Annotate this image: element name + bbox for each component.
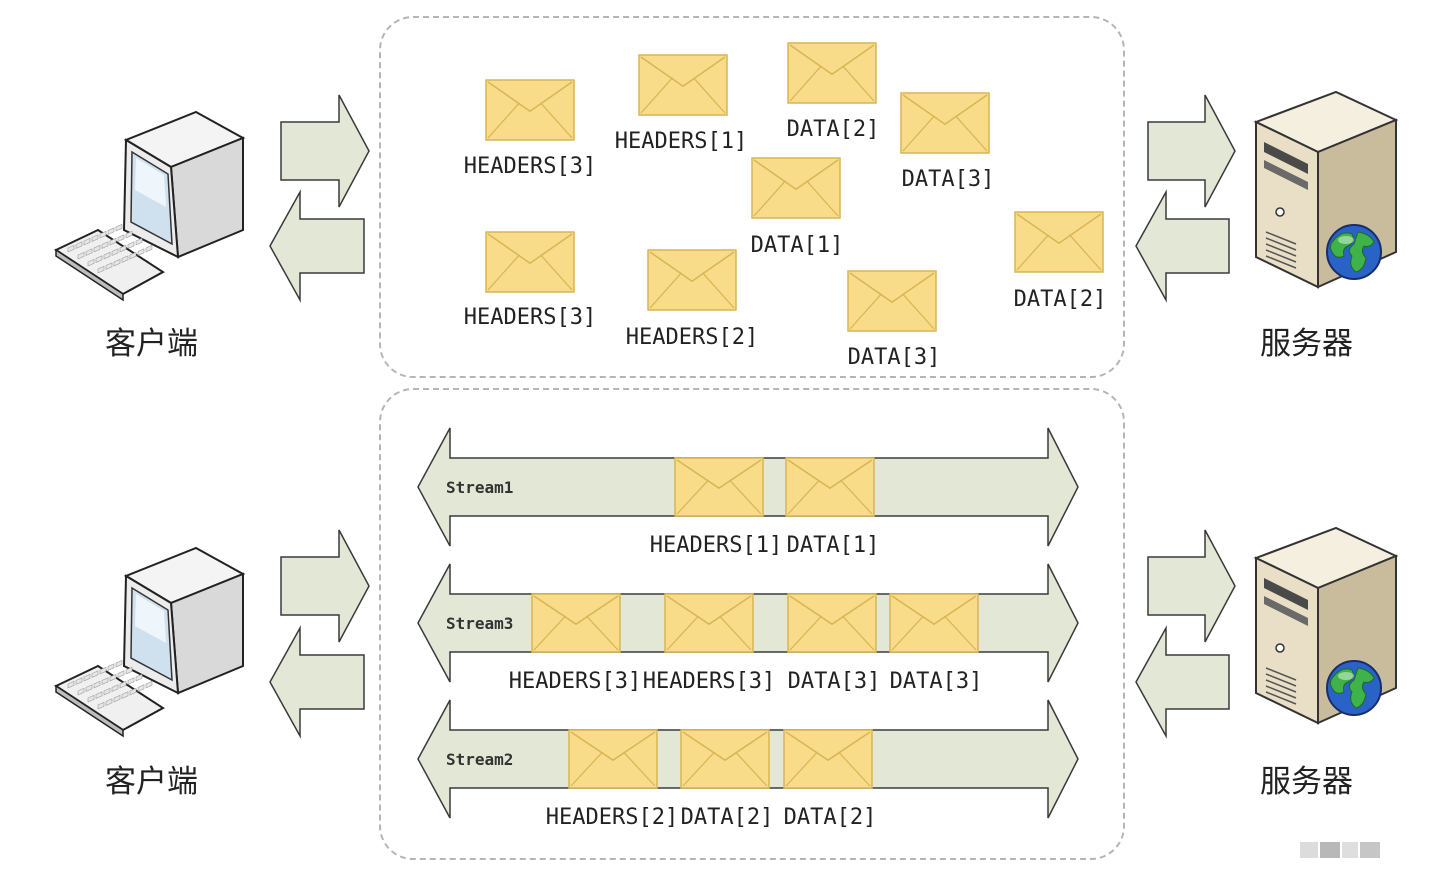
envelope-icon (847, 270, 937, 332)
frame-label-top: DATA[2] (1014, 287, 1107, 312)
arrow-server-to-panel-top (1135, 189, 1230, 303)
client-label-bottom: 客户端 (105, 764, 198, 800)
arrow-client-to-panel-bottom (280, 529, 370, 643)
envelope-icon (680, 729, 770, 789)
envelope-icon (787, 593, 877, 653)
server-label-bottom: 服务器 (1260, 764, 1353, 800)
envelope-icon (485, 79, 575, 141)
frame-label-top: DATA[1] (751, 233, 844, 258)
frame-label-top: HEADERS[3] (464, 154, 596, 179)
envelope-icon (664, 593, 754, 653)
frame-label-stream: HEADERS[2] (546, 805, 678, 830)
top-panel-multiplexed-frames (379, 16, 1125, 378)
envelope-icon (638, 54, 728, 116)
stream-name: Stream2 (446, 750, 513, 769)
envelope-icon (485, 231, 575, 293)
arrow-server-to-panel-bottom (1135, 625, 1230, 739)
frame-label-top: HEADERS[2] (626, 325, 758, 350)
frame-label-stream: DATA[2] (681, 805, 774, 830)
client-label-top: 客户端 (105, 326, 198, 362)
frame-label-stream: HEADERS[3] (643, 669, 775, 694)
envelope-icon (674, 457, 764, 517)
envelope-icon (1014, 211, 1104, 273)
frame-label-stream: DATA[3] (890, 669, 983, 694)
stream-name: Stream1 (446, 478, 513, 497)
arrow-panel-to-client-top (269, 189, 365, 303)
arrow-panel-to-server-bottom (1147, 529, 1236, 643)
arrow-panel-to-client-bottom (269, 625, 365, 739)
bottom-panel-streams (379, 388, 1125, 860)
envelope-icon (785, 457, 875, 517)
frame-label-top: DATA[3] (902, 167, 995, 192)
stream-name: Stream3 (446, 614, 513, 633)
envelope-icon (900, 92, 990, 154)
server-globe-icon-top (1253, 90, 1399, 289)
desktop-computer-icon-top (53, 110, 246, 302)
frame-label-stream: HEADERS[1] (650, 533, 782, 558)
frame-label-top: HEADERS[1] (615, 129, 747, 154)
frame-label-top: DATA[2] (787, 117, 880, 142)
frame-label-top: HEADERS[3] (464, 305, 596, 330)
envelope-icon (751, 157, 841, 219)
envelope-icon (531, 593, 621, 653)
envelope-icon (783, 729, 873, 789)
server-label-top: 服务器 (1260, 326, 1353, 362)
arrow-panel-to-server-top (1147, 94, 1236, 208)
frame-label-top: DATA[3] (848, 345, 941, 370)
frame-label-stream: DATA[1] (787, 533, 880, 558)
envelope-icon (889, 593, 979, 653)
frame-label-stream: DATA[2] (784, 805, 877, 830)
envelope-icon (787, 42, 877, 104)
envelope-icon (647, 249, 737, 311)
frame-label-stream: DATA[3] (788, 669, 881, 694)
desktop-computer-icon-bottom (53, 546, 246, 738)
frame-label-stream: HEADERS[3] (509, 669, 641, 694)
watermark-blocks (1300, 842, 1380, 860)
arrow-client-to-panel-top (280, 94, 370, 208)
envelope-icon (568, 729, 658, 789)
server-globe-icon-bottom (1253, 526, 1399, 725)
